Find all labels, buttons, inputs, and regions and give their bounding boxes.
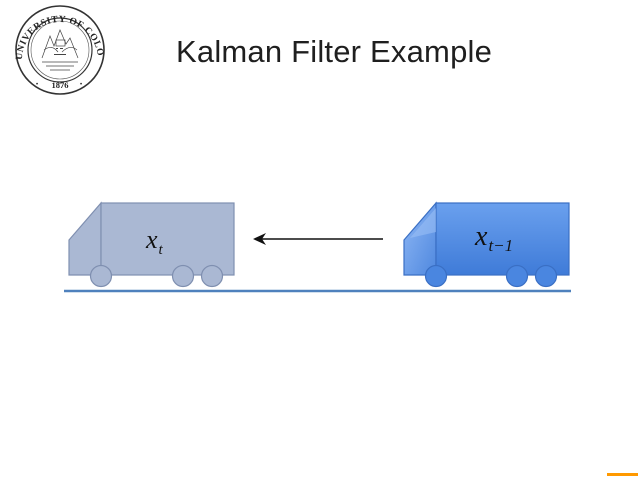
truck-previous-rear-wheel-1 [505,264,529,288]
truck-current-front-wheel [89,264,113,288]
truck-current-rear-wheel-1 [171,264,195,288]
slide-title: Kalman Filter Example [176,34,493,69]
truck-previous: xt−1 [403,201,570,288]
truck-previous-label: xt−1 [474,221,513,255]
truck-current: xt [68,201,235,288]
truck-current-label: xt [145,225,164,258]
motion-arrow [253,233,383,245]
truck-current-rear-wheel-2 [200,264,224,288]
seal-year: 1876 [52,80,69,90]
footer-accent-bar [607,473,638,476]
svg-text:•: • [36,82,38,88]
university-seal-logo: UNIVERSITY OF COLORADO 1876 • • [0,0,105,95]
svg-text:•: • [80,82,82,88]
truck-previous-front-wheel [424,264,448,288]
truck-previous-rear-wheel-2 [534,264,558,288]
